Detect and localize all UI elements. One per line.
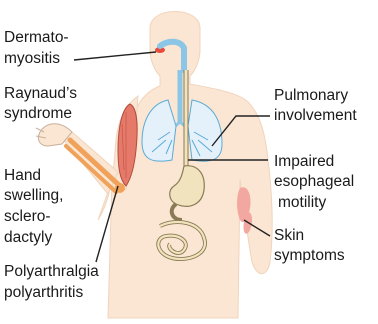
label-polyarthralgia-line1: Polyarthralgia (4, 262, 99, 281)
forearm-bone (70, 140, 120, 186)
label-raynaud-line2: syndrome (4, 104, 72, 123)
label-raynaud-line1: Raynaud’s (4, 84, 77, 103)
label-hand-line1: Hand (4, 166, 41, 185)
label-esophageal-line2: esophageal (274, 172, 354, 191)
arm-anatomy (66, 104, 137, 193)
label-dermatomyositis-line2: myositis (4, 49, 60, 68)
label-pulmonary-line1: Pulmonary (274, 86, 348, 105)
label-dermatomyositis-line1: Dermato- (4, 28, 69, 47)
label-hand-line4: dactyly (4, 228, 52, 247)
label-pulmonary-line2: involvement (274, 106, 357, 125)
label-hand-line3: sclero- (4, 207, 51, 226)
label-esophageal-line1: Impaired (274, 152, 334, 171)
label-esophageal-line3: motility (278, 193, 326, 212)
label-hand-line2: swelling, (4, 186, 63, 205)
label-skin-line2: symptoms (274, 246, 345, 265)
leader-dermatomyositis (74, 52, 156, 60)
label-skin-line1: Skin (274, 226, 304, 245)
label-polyarthralgia-line2: polyarthritis (4, 283, 83, 302)
